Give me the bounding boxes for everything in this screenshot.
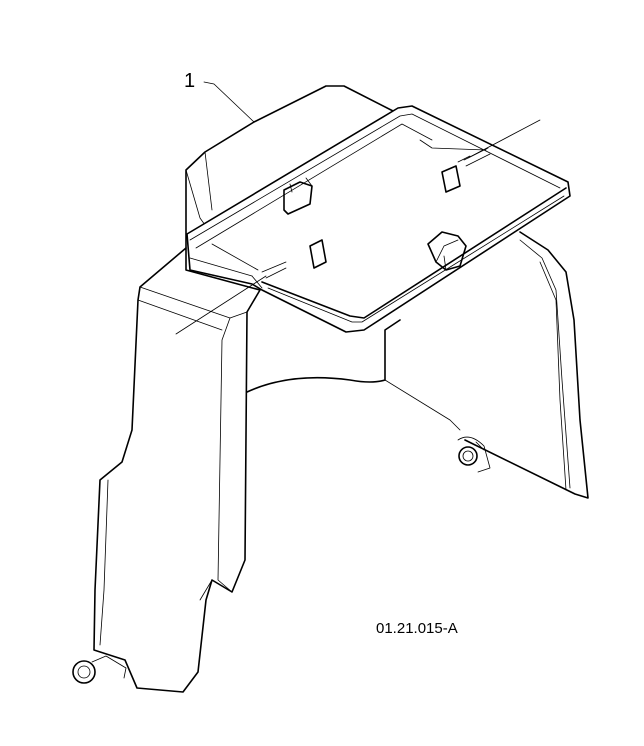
tray-latch-tabs (283, 165, 467, 271)
curved-inner-panel (246, 319, 461, 431)
screw-lower-left (72, 655, 127, 684)
right-side-wall (464, 231, 589, 499)
callout-leader-line (203, 81, 255, 123)
upper-tray (186, 105, 571, 333)
screw-right (457, 436, 491, 473)
hinge-pin-lines (175, 119, 541, 335)
part-code-label: 01.21.015-A (376, 620, 458, 637)
guide-body-left-panel (93, 247, 261, 693)
callout-number-label: 1 (184, 70, 196, 92)
